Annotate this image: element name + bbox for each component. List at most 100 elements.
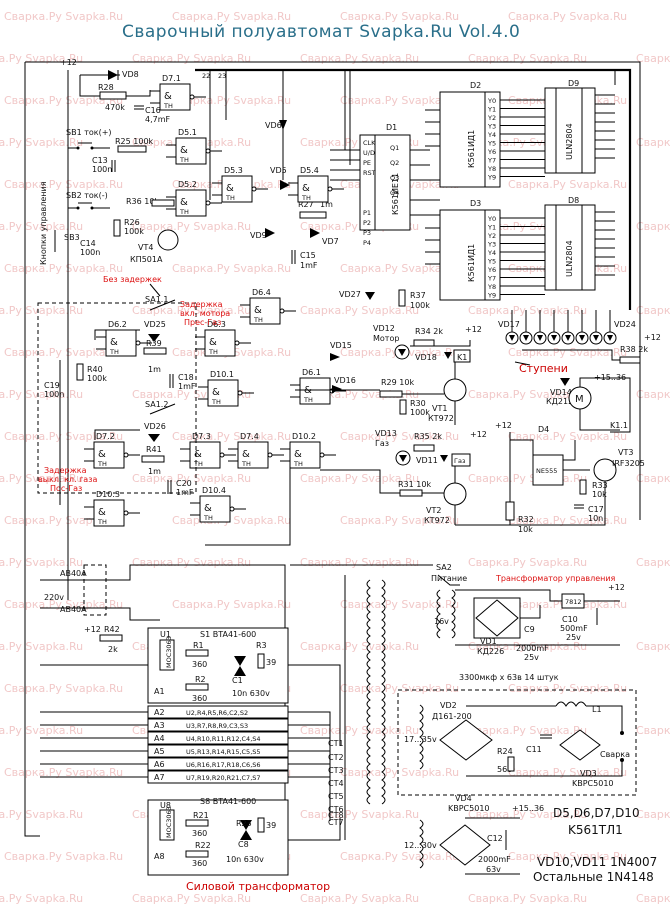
gate-th-mark: ТН — [179, 156, 189, 164]
sb3-label: SB3 — [64, 233, 80, 242]
c12-value-2: 63v — [486, 865, 501, 874]
r34-label: R34 2k — [415, 327, 443, 336]
vd3-part: KBPC5010 — [572, 779, 614, 788]
vt4-part: КП501А — [130, 255, 163, 264]
gate-and-mark: & — [164, 91, 172, 102]
ab1-label: АВ40А — [60, 569, 87, 578]
watermark-text: Сварка.Ру Svapka.Ru — [468, 724, 587, 737]
gate-ref: D6.3 — [207, 320, 226, 329]
r3-value: 39 — [266, 658, 276, 667]
vd13-label: VD13 — [375, 429, 397, 438]
c10-label: C10 — [562, 615, 578, 624]
d1-pin-label: P1 — [363, 209, 371, 217]
vd8-diode-icon — [108, 70, 118, 80]
watermark-text: Сварка.Ру Svapka.Ru — [0, 892, 83, 905]
r42-label: R42 — [104, 625, 120, 634]
r25-label: R25 100k — [115, 137, 154, 146]
notes-chips-part: K561TЛ1 — [568, 823, 623, 837]
gate-ref: D5.1 — [178, 128, 197, 137]
gate-ref: D10.1 — [210, 370, 234, 379]
buttons-caption: Кнопки управления — [39, 181, 48, 265]
c18-label: C18 — [178, 373, 194, 382]
motor-supply: +12 — [465, 325, 482, 334]
triac-section: +12 R42 2k U1 MOC3063 S1 BTA41-600 R1 36… — [40, 575, 386, 893]
vd8-label: VD8 — [122, 70, 139, 79]
vd2-label: VD2 — [440, 701, 457, 710]
r30-label: R30 — [410, 399, 426, 408]
vd6-label: VD6 — [265, 121, 282, 130]
k1-label: K1 — [457, 353, 467, 362]
notes-diodes: VD10,VD11 1N4007 — [537, 855, 657, 869]
vt2-label: VT2 — [426, 506, 441, 515]
gate-and-mark: & — [98, 449, 106, 460]
triac-row-parts: U6,R16,R17,R18,C6,S6 — [186, 761, 261, 769]
gate-th-mark: ТН — [97, 460, 107, 468]
gate-ref: D7.1 — [162, 74, 181, 83]
gate-th-mark: ТН — [208, 348, 218, 356]
gate-th-mark: ТН — [97, 518, 107, 526]
gate-and-mark: & — [180, 197, 188, 208]
r26-value: 100k — [124, 227, 144, 236]
d1-ref: D1 — [386, 123, 397, 132]
no-delay-caption: Без задержек — [103, 275, 162, 284]
r31-label: R31 10k — [398, 480, 431, 489]
r25-resistor — [117, 145, 147, 153]
d1-pin-label: CLK — [363, 139, 376, 147]
gate-th-mark: ТН — [179, 208, 189, 216]
gate-and-mark: & — [194, 449, 202, 460]
watermark-text: Сварка.Ру Svapka.Ru — [508, 430, 627, 443]
r24-label: R24 — [497, 747, 513, 756]
gate-and-mark: & — [98, 507, 106, 518]
c17-value: 10n — [588, 514, 603, 523]
triac-row-parts: U5,R13,R14,R15,C5,S5 — [186, 748, 261, 756]
gate-ref: D7.3 — [192, 432, 211, 441]
c13-label: C13 — [92, 156, 108, 165]
watermark-text: Сварка.Ру Svapka.Ru — [340, 430, 459, 443]
watermark-text: Сварка.Ру Svapka.Ru — [636, 304, 670, 317]
schematic-title: Сварочный полуавтомат Svapka.Ru Vol.4.0 — [122, 22, 520, 42]
vd4-part: KBPC5010 — [448, 804, 490, 813]
decoder-pin-label: Y4 — [487, 131, 496, 139]
pin-22: 22 — [202, 72, 210, 80]
u8-part: MOC3063 — [165, 806, 173, 838]
gate-th-mark: ТН — [303, 396, 313, 404]
decoder-pin-label: Y0 — [487, 97, 496, 105]
gate-th-mark: ТН — [193, 460, 203, 468]
r23-label: R23 — [236, 819, 252, 828]
vd11-label: VD11 — [416, 456, 438, 465]
vt3-label: VT3 — [618, 448, 633, 457]
watermark-text: Сварка.Ру Svapka.Ru — [508, 682, 627, 695]
gate-ref: D10.4 — [202, 486, 226, 495]
gate-ref: D6.2 — [108, 320, 127, 329]
c10-value-2: 25v — [566, 633, 581, 642]
triac-row-parts: U7,R19,R20,R21,C7,S7 — [186, 774, 261, 782]
decoder-pin-label: Y7 — [487, 157, 496, 165]
watermark-text: Сварка.Ру Svapka.Ru — [340, 766, 459, 779]
watermark-text: Сварка.Ру Svapka.Ru — [132, 472, 251, 485]
watermark-text: Сварка.Ру Svapka.Ru — [300, 304, 419, 317]
r2-label: R2 — [195, 675, 206, 684]
watermark-text: Сварка.Ру Svapka.Ru — [4, 346, 123, 359]
motor-driver-section: VD15 VD16 VD12 Мотор R34 2k +12 VD18 K1 … — [295, 324, 487, 525]
watermark-text: Сварка.Ру Svapka.Ru — [4, 682, 123, 695]
r36-label: R36 10k — [126, 197, 159, 206]
k11-label: K1.1 — [610, 421, 628, 430]
watermark-text: Сварка.Ру Svapka.Ru — [0, 472, 83, 485]
r40-value: 100k — [87, 374, 107, 383]
watermark-text: Сварка.Ру Svapka.Ru — [172, 262, 291, 275]
watermark-text: Сварка.Ру Svapka.Ru — [468, 472, 587, 485]
gate-and-mark: & — [302, 183, 310, 194]
watermark-text: Сварка.Ру Svapka.Ru — [0, 724, 83, 737]
c11-label: C11 — [526, 745, 542, 754]
gas-delay-l3: Пос-Газ — [50, 484, 82, 493]
r41-label: R41 — [146, 445, 162, 454]
l1-label: L1 — [592, 705, 602, 714]
